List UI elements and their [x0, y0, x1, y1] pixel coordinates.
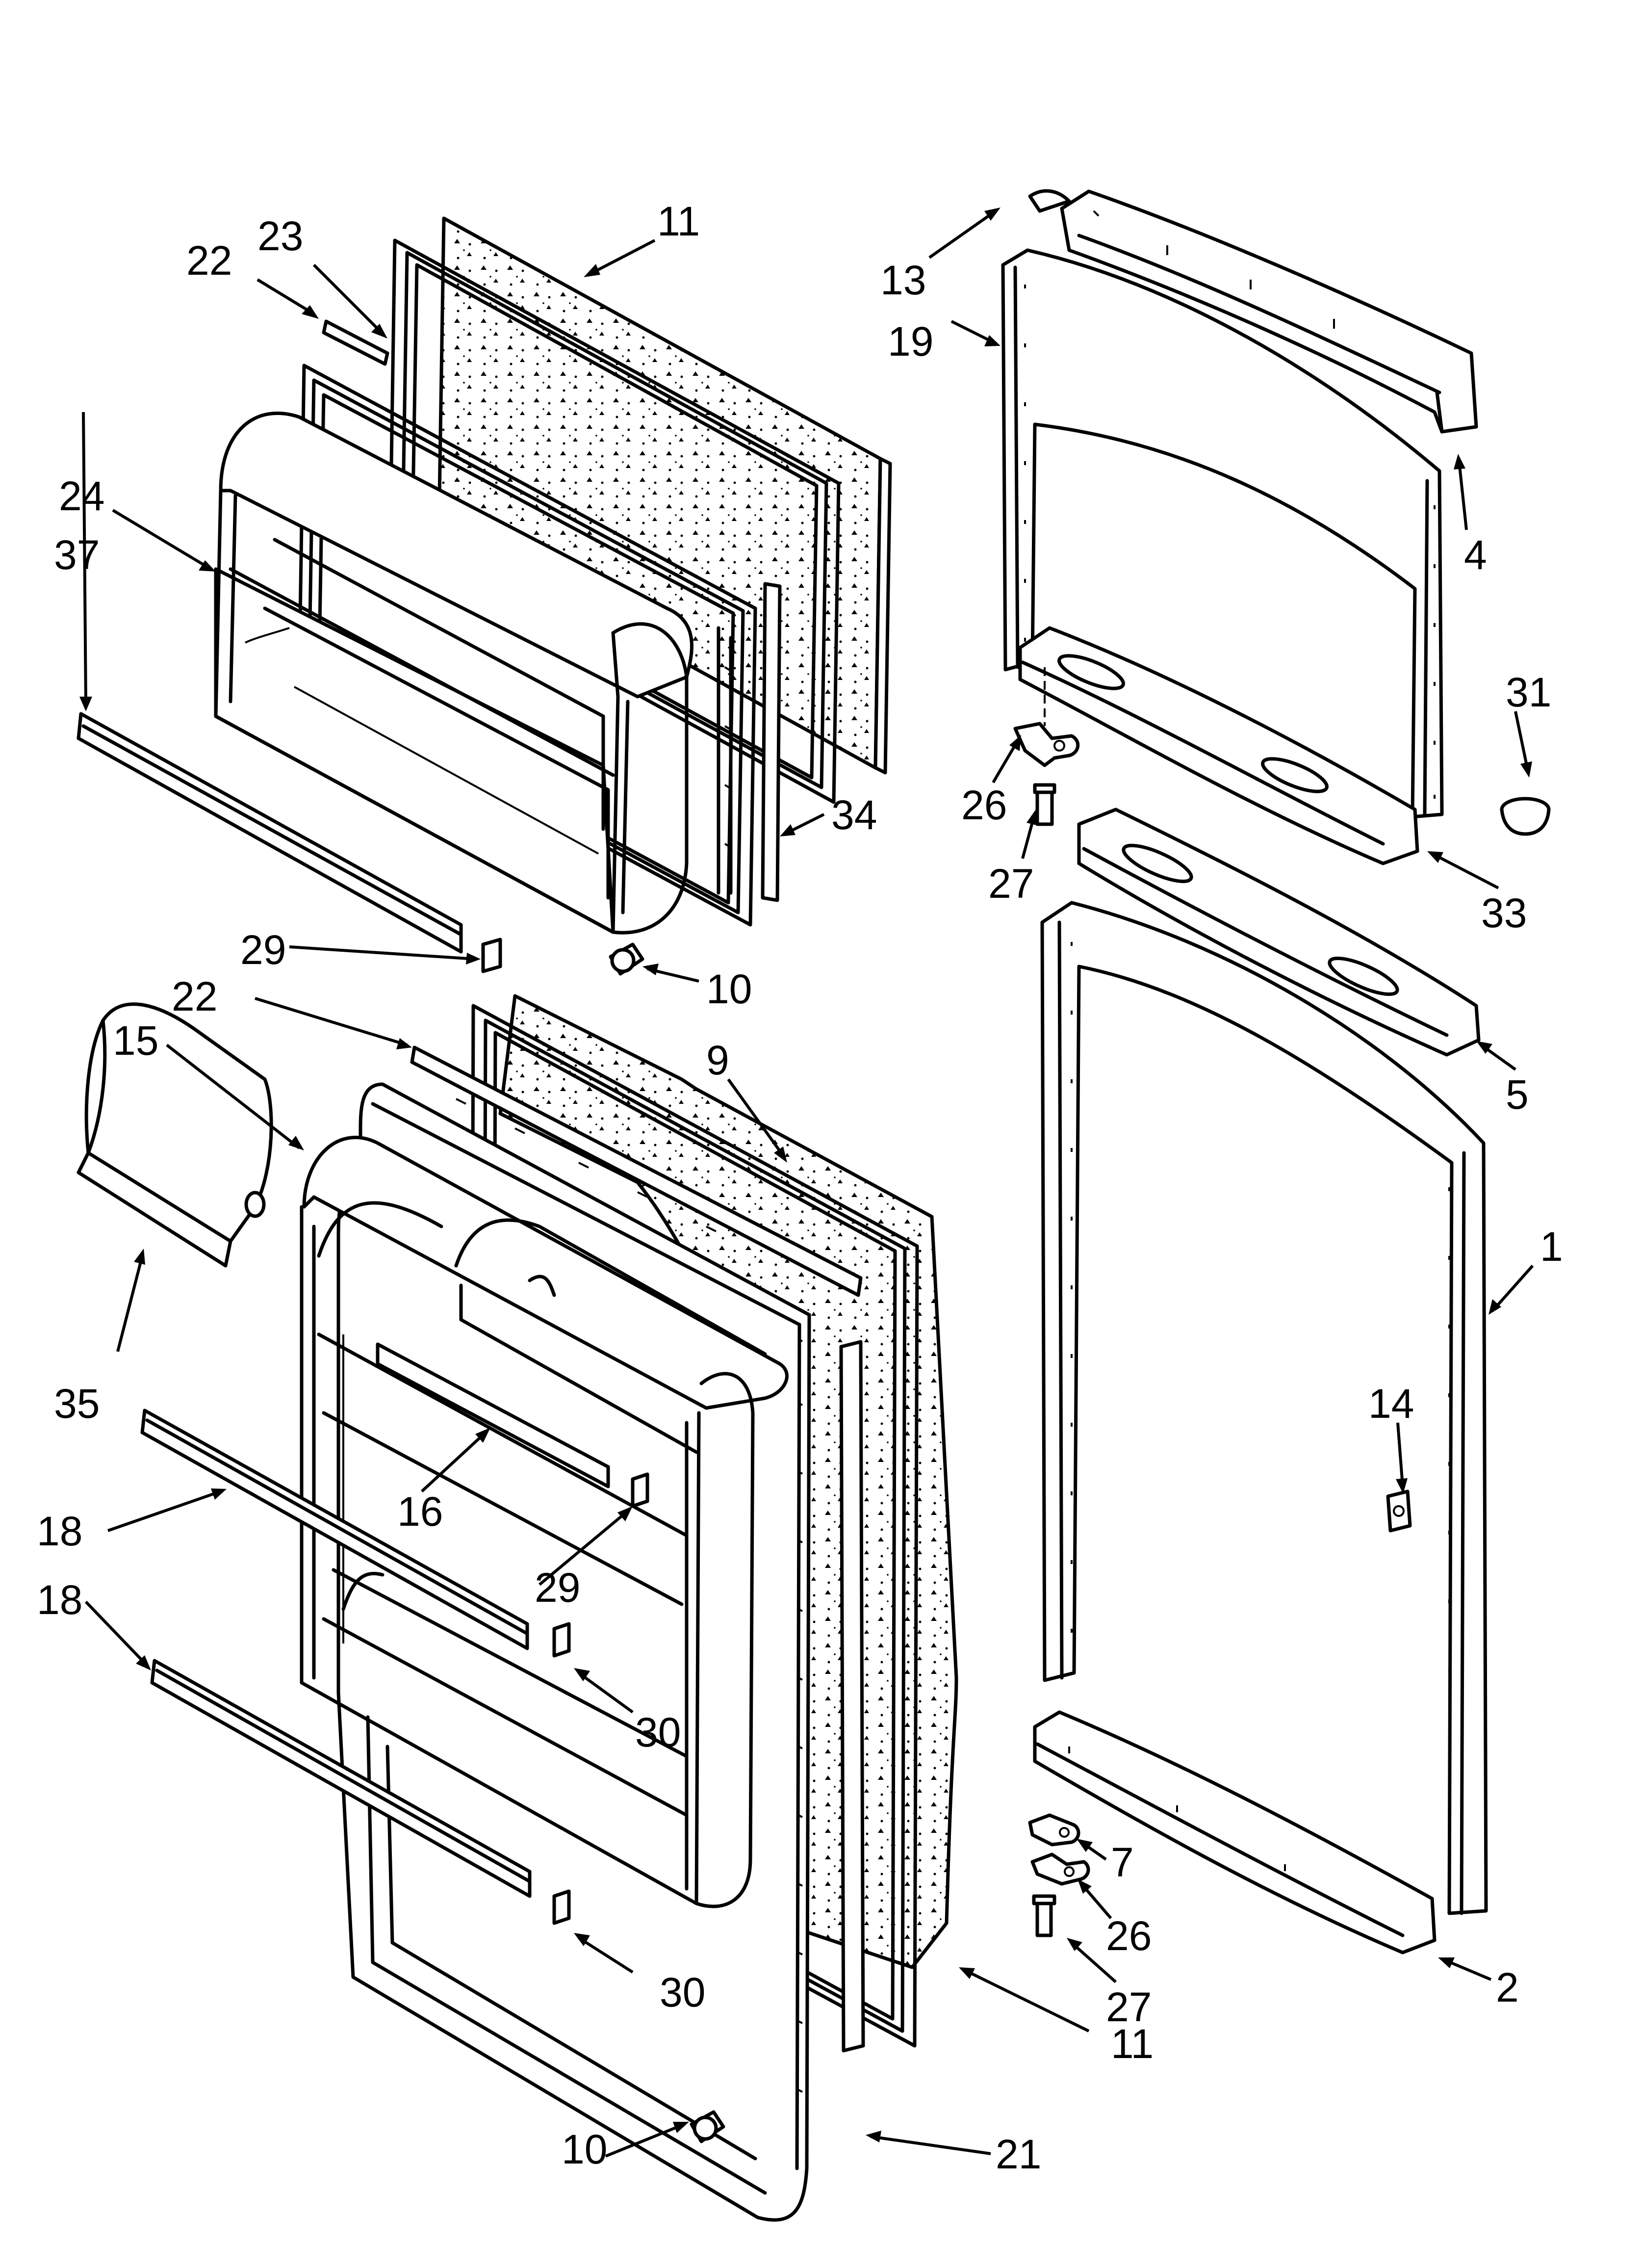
callout-19: 19: [888, 318, 933, 365]
callout-11-freezer: 11: [657, 198, 700, 244]
fresh-food-bin-clip-lower: [552, 1889, 571, 1925]
fresh-food-door-shelves: [300, 1136, 789, 1908]
callout-24: 24: [59, 473, 104, 519]
freezer-door-liner: [297, 364, 757, 927]
fresh-food-shelf-clip: [631, 1472, 649, 1508]
callout-27-fresh-food: 27: [1106, 1984, 1152, 2030]
callout-22-fresh-food: 22: [172, 973, 217, 1019]
callout-15: 15: [113, 1017, 158, 1064]
freezer-door-bottom-end-cap: [1018, 626, 1419, 865]
callout-29-freezer: 29: [240, 927, 286, 973]
callout-31: 31: [1506, 669, 1551, 715]
callout-34: 34: [831, 792, 877, 838]
callout-2: 2: [1496, 1964, 1519, 2010]
fresh-food-hinge-plate: [1028, 1813, 1080, 1847]
callout-33: 33: [1481, 890, 1527, 936]
callout-7: 7: [1111, 1839, 1134, 1885]
callout-10-fresh-food: 10: [562, 2126, 607, 2172]
freezer-hinge-strip: [761, 582, 782, 902]
callout-4: 4: [1464, 532, 1487, 578]
callout-13: 13: [880, 257, 926, 303]
fresh-food-door-panel: [1040, 901, 1488, 1915]
callout-22-freezer: 22: [186, 237, 232, 284]
callout-16: 16: [397, 1488, 443, 1535]
fresh-food-door-bottom-end-cap: [1033, 1710, 1437, 1955]
freezer-door-bin: [214, 411, 693, 935]
fresh-food-shelf-trim: [376, 1342, 610, 1488]
fresh-food-breaker-strip: [410, 1045, 863, 1297]
callout-30-lower: 30: [660, 1969, 705, 2015]
freezer-hinge-bracket: [1013, 667, 1080, 767]
callout-9: 9: [706, 1037, 729, 1083]
freezer-bin-trim: [77, 712, 463, 954]
callout-37: 37: [54, 532, 100, 578]
fresh-food-door-screw: [690, 2110, 725, 2143]
freezer-door-plug: [1028, 189, 1071, 213]
callout-18-lower: 18: [37, 1577, 82, 1623]
fresh-food-door-assembly: [77, 994, 958, 2222]
fresh-food-door-clip: [1386, 1489, 1412, 1533]
fresh-food-hinge-bracket: [1030, 1852, 1090, 1886]
callout-21: 21: [996, 2131, 1041, 2177]
callout-10-freezer: 10: [706, 966, 752, 1012]
callout-35: 35: [54, 1381, 100, 1427]
freezer-hinge-screw: [1033, 783, 1056, 826]
callout-26-freezer: 26: [961, 782, 1007, 828]
callout-30-upper: 30: [635, 1709, 681, 1755]
freezer-bin-clip: [481, 938, 502, 973]
freezer-breaker-strip: [322, 319, 389, 366]
callout-23: 23: [257, 213, 303, 259]
fresh-food-dairy-door: [77, 1002, 273, 1268]
freezer-door-gasket: [388, 238, 841, 804]
freezer-hole-plug: [1500, 797, 1551, 836]
callout-1: 1: [1540, 1224, 1563, 1270]
freezer-outer-door: [1001, 189, 1551, 865]
fresh-food-hinge-screw: [1032, 1894, 1056, 1937]
callout-5: 5: [1506, 1071, 1529, 1118]
callout-26-fresh-food: 26: [1106, 1913, 1152, 1959]
callout-11-fresh-food: 11: [1111, 2021, 1154, 2067]
freezer-door-top-end-cap: [1060, 189, 1478, 434]
freezer-door-panel: [1001, 248, 1444, 819]
freezer-door-assembly: [77, 216, 892, 976]
fresh-food-hinge-strip: [839, 1340, 865, 2053]
callout-18-upper: 18: [37, 1508, 82, 1554]
callout-labels: 22 23 11 24 37 34 29 10 22 15 9 35 16 29…: [37, 198, 1563, 2177]
fresh-food-outer-door: [1028, 808, 1488, 1955]
leader-lines: [79, 208, 1534, 2158]
fresh-food-door-top-end-cap: [1077, 808, 1481, 1057]
callout-14: 14: [1368, 1381, 1414, 1427]
callout-29-fresh-food: 29: [535, 1564, 580, 1611]
callout-27-freezer: 27: [988, 860, 1034, 907]
fresh-food-bin-clip-upper: [552, 1622, 571, 1658]
freezer-door-screw: [609, 942, 644, 976]
